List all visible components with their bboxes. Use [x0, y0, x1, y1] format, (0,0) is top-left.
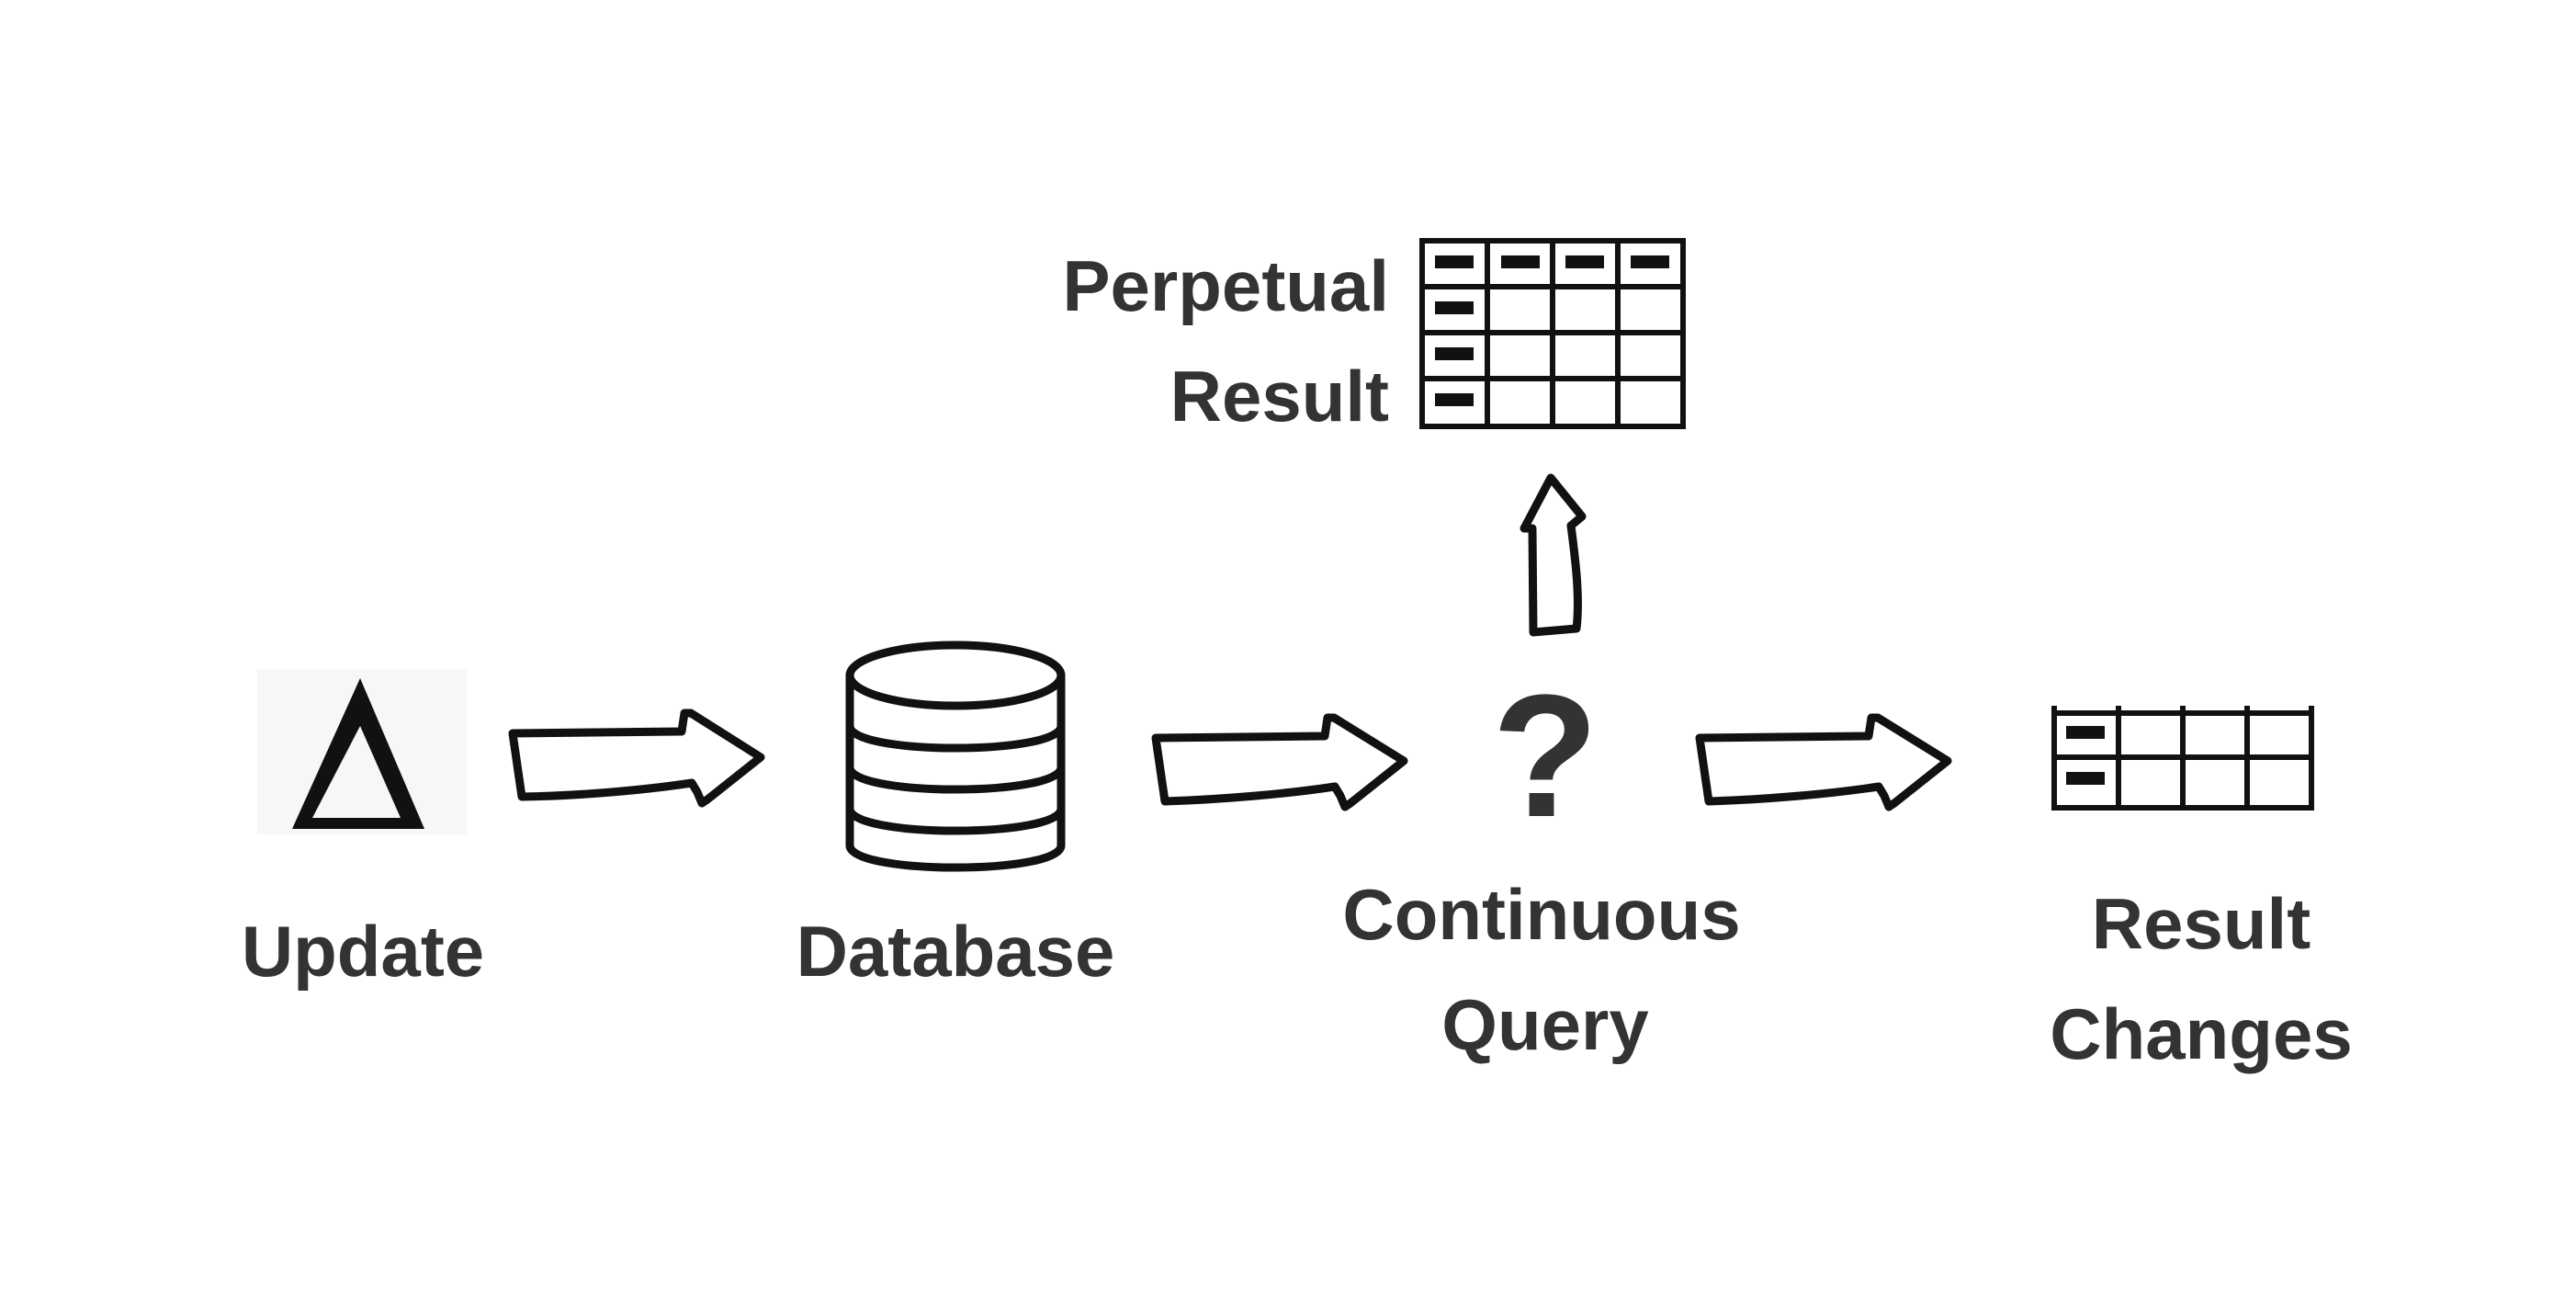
- arrow-query-to-perpetual-result: [1520, 473, 1587, 637]
- perpetual-result-label-line2: Result: [1170, 356, 1389, 437]
- result-changes-label-line2: Changes: [2050, 993, 2352, 1074]
- arrow-update-to-database: [508, 709, 765, 808]
- perpetual-result-label-line1: Perpetual: [1063, 245, 1389, 326]
- table-icon: [1419, 238, 1686, 429]
- arrow-query-to-result-changes: [1695, 713, 1952, 811]
- arrow-database-to-query: [1151, 713, 1408, 811]
- database-label: Database: [797, 911, 1115, 992]
- update-node: Update: [242, 669, 484, 992]
- result-changes-label-line1: Result: [2092, 883, 2310, 964]
- update-label: Update: [242, 911, 484, 992]
- table-icon: [2051, 706, 2314, 811]
- continuous-query-label-line1: Continuous: [1342, 874, 1740, 955]
- continuous-query-label-line2: Query: [1441, 984, 1648, 1065]
- question-mark-icon: ?: [1492, 659, 1599, 854]
- database-icon: [845, 641, 1066, 872]
- delta-icon-inner: [312, 726, 401, 818]
